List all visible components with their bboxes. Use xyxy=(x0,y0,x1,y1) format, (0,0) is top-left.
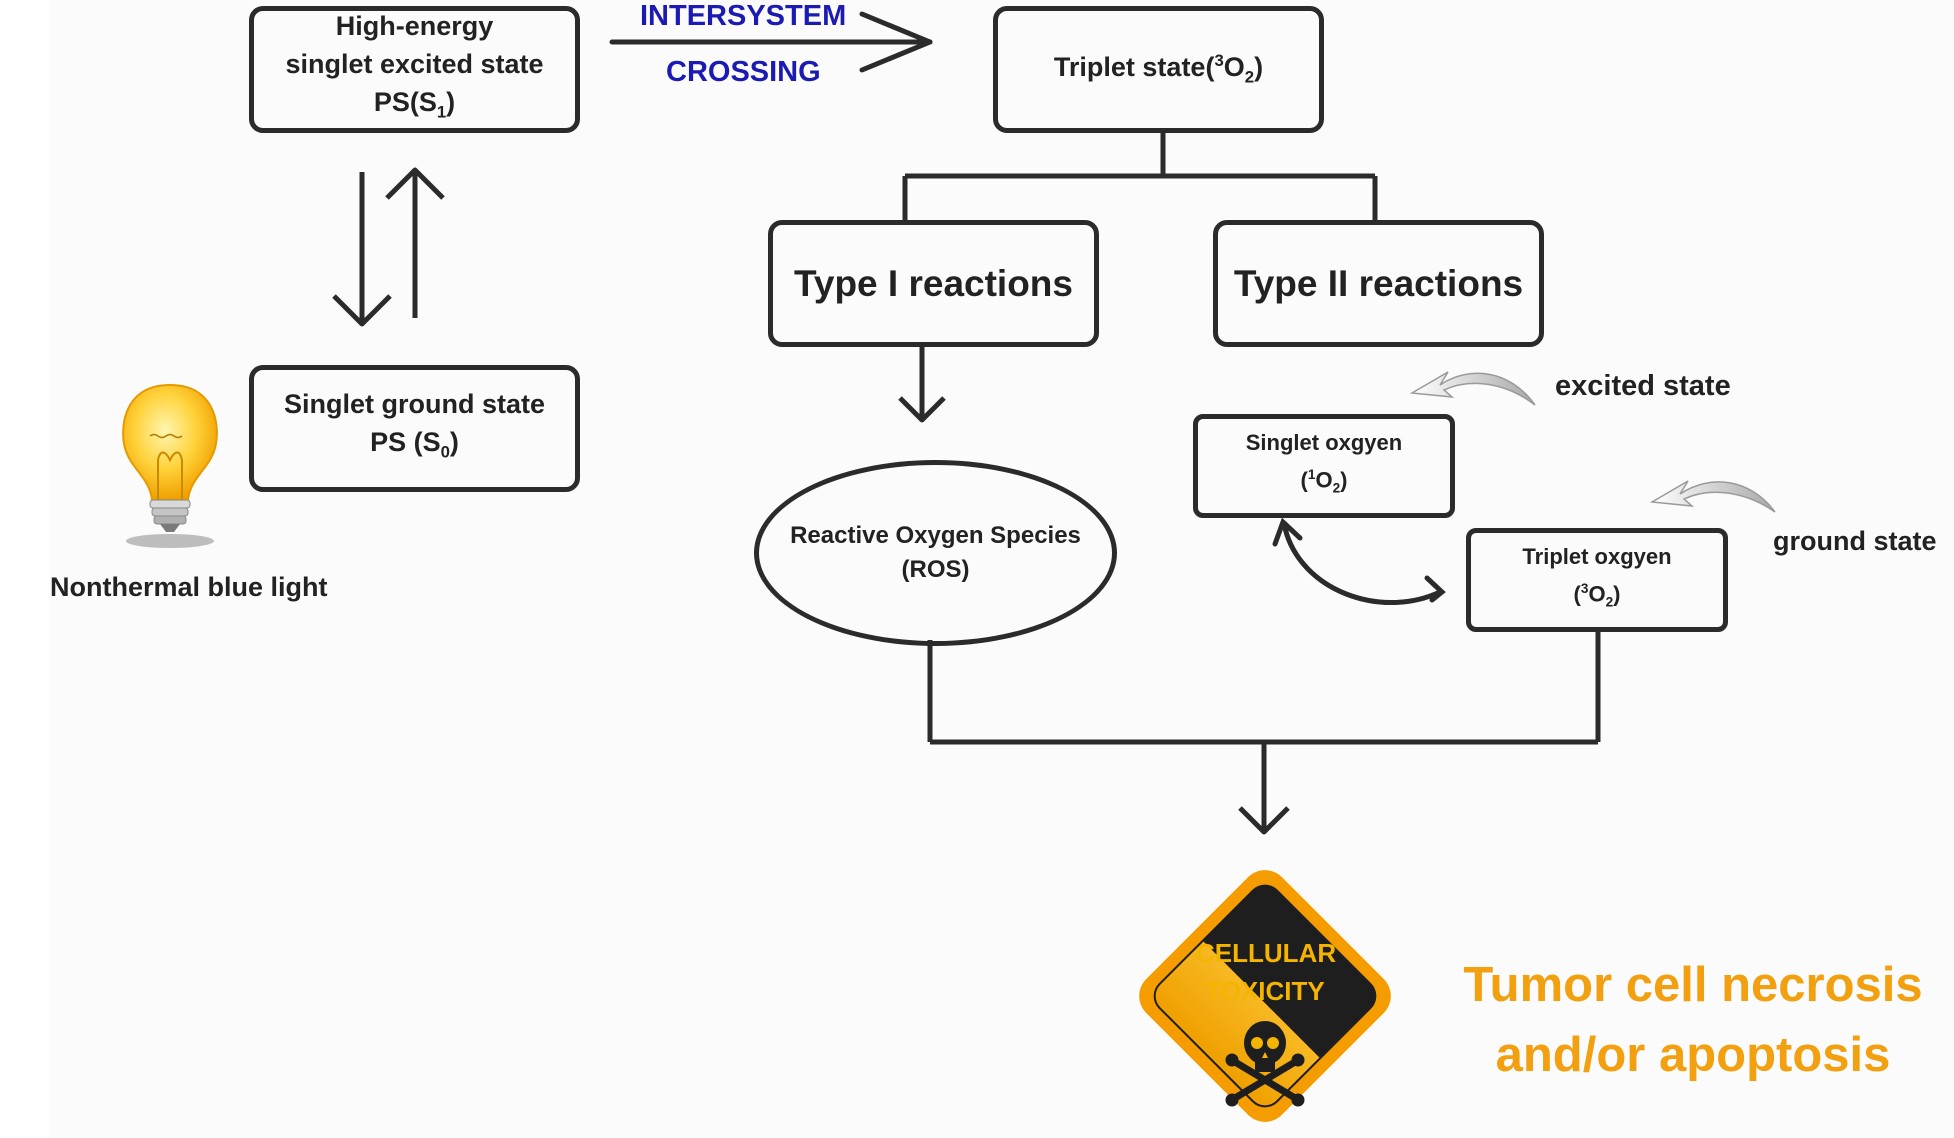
singlet-ground-state-box: Singlet ground state PS (S0) xyxy=(249,365,580,492)
excited-state-curved-arrow xyxy=(1409,371,1536,406)
ros-line2: (ROS) xyxy=(901,556,970,583)
ros-ellipse: Reactive Oxygen Species (ROS) xyxy=(754,460,1117,646)
ground-state-label: ground state xyxy=(1773,526,1937,556)
ground-state-curved-arrow xyxy=(1649,480,1776,513)
triplet-state-label: Triplet state(3O2) xyxy=(1053,51,1264,87)
type1-down-arrow xyxy=(898,345,946,423)
light-source-label: Nonthermal blue light xyxy=(50,572,328,602)
type2-label: Type II reactions xyxy=(1233,262,1524,304)
excited-state-label: excited state xyxy=(1555,370,1731,402)
triplet-oxygen-line1: Triplet oxgyen xyxy=(1522,544,1672,570)
isc-arrow xyxy=(609,11,933,73)
triplet-oxygen-formula: (3O2) xyxy=(1573,581,1621,610)
s0-line1: Singlet ground state xyxy=(283,389,545,420)
skull-crossbones-icon xyxy=(1225,1021,1305,1107)
isc-label-line1: INTERSYSTEM xyxy=(640,0,847,32)
s0-line2: PS (S0) xyxy=(370,427,459,462)
warning-line2: TOXICITY xyxy=(1205,976,1325,1006)
type2-reactions-box: Type II reactions xyxy=(1213,220,1544,347)
triplet-oxygen-box: Triplet oxgyen (3O2) xyxy=(1466,528,1728,632)
excitation-relaxation-arrows xyxy=(332,167,445,327)
outcome-line1: Tumor cell necrosis xyxy=(1463,958,1923,1012)
ros-line1: Reactive Oxygen Species xyxy=(790,522,1081,549)
cellular-toxicity-sign xyxy=(1139,870,1391,1122)
outcome-line2: and/or apoptosis xyxy=(1495,1028,1891,1082)
singlet-excited-state-box: High-energy singlet excited state PS(S1) xyxy=(249,6,580,133)
lightbulb-icon xyxy=(122,383,218,548)
singlet-oxygen-box: Singlet oxgyen (1O2) xyxy=(1193,414,1455,518)
s1-line1: High-energy xyxy=(335,11,494,42)
triplet-state-box: Triplet state(3O2) xyxy=(993,6,1324,133)
s1-line2: singlet excited state xyxy=(285,49,544,80)
isc-label-line2: CROSSING xyxy=(666,56,821,88)
oxygen-cycle-arrow xyxy=(1272,517,1446,606)
warning-line1: CELLULAR xyxy=(1196,938,1337,968)
merge-connector xyxy=(927,626,1601,835)
singlet-oxygen-line1: Singlet oxgyen xyxy=(1245,430,1403,456)
s1-line3: PS(S1) xyxy=(373,87,456,122)
singlet-oxygen-formula: (1O2) xyxy=(1300,467,1348,496)
type1-label: Type I reactions xyxy=(794,262,1073,304)
branch-connector xyxy=(902,130,1378,222)
type1-reactions-box: Type I reactions xyxy=(768,220,1099,347)
